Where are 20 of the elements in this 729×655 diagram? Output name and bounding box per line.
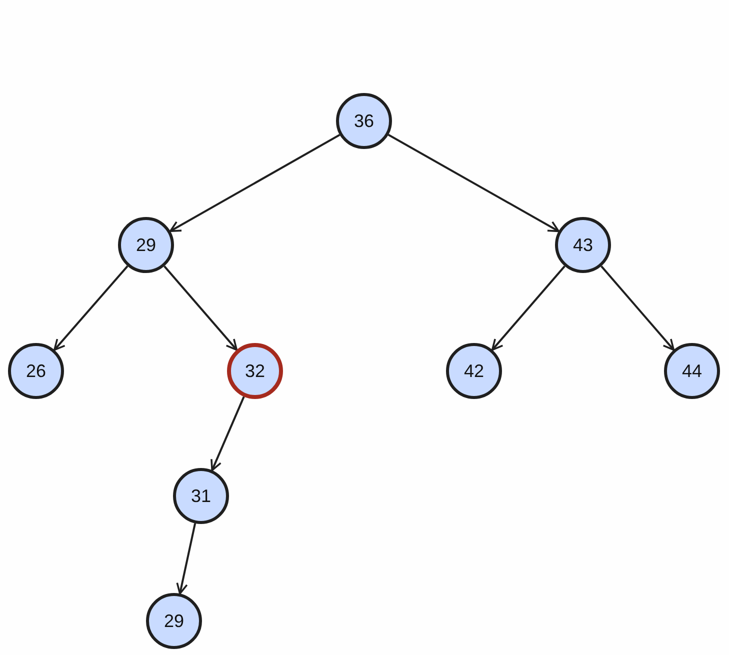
node-value: 26	[26, 360, 46, 382]
node-value: 36	[354, 110, 374, 132]
arrow	[164, 266, 238, 351]
tree-node-circle	[555, 217, 611, 273]
node-value: 29	[164, 610, 184, 632]
arrow	[491, 266, 566, 351]
node-value: 32	[244, 360, 266, 382]
tree-node-circle	[118, 217, 174, 273]
tree-node-circle	[227, 343, 283, 399]
arrow	[210, 396, 245, 472]
arrow	[388, 134, 560, 232]
node-value: 44	[682, 360, 702, 382]
arrow	[169, 134, 340, 232]
arrow	[54, 265, 128, 351]
node-value: 42	[464, 360, 484, 382]
arrow	[600, 266, 675, 351]
node-value: 43	[572, 234, 594, 256]
node-value: 31	[190, 486, 212, 506]
arrow	[176, 523, 196, 595]
node-value: 29	[136, 234, 156, 256]
